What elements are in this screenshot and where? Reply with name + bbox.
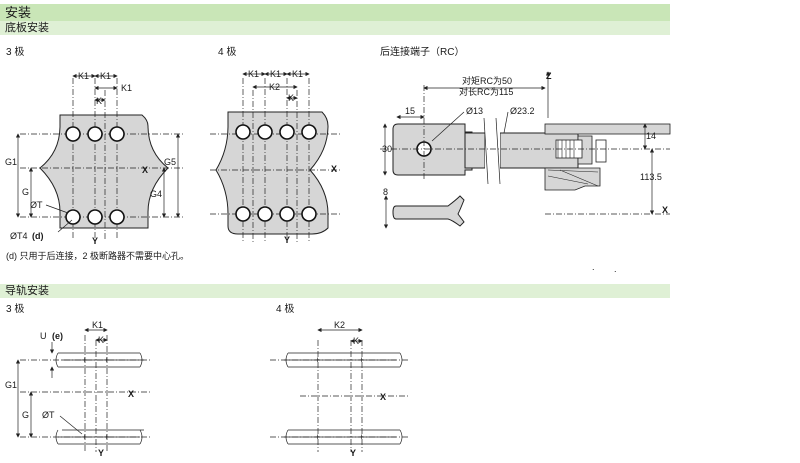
dim-rc115: 对长RC为115	[459, 86, 513, 97]
hole	[257, 206, 273, 222]
dim-g4: G4	[150, 189, 162, 199]
dim-rc50: 对矩RC为50	[462, 75, 512, 86]
label-4-pole-rail: 4 极	[276, 304, 295, 315]
hole	[301, 124, 317, 140]
rail-mark: +	[82, 432, 87, 442]
dim-k1: K1	[92, 320, 103, 330]
diagram-3-pole-rail: + + + + K1 K U (e) G1 G ØT X Y	[5, 320, 150, 458]
rail-mark: +	[82, 355, 87, 365]
rail-mark: +	[104, 355, 109, 365]
terminal-bar	[392, 123, 473, 176]
dim-k1: K1	[292, 69, 303, 79]
rail-mark: +	[315, 432, 320, 442]
stray-mark: .	[614, 264, 617, 274]
dim-u: U	[40, 331, 47, 341]
dim-k: K	[96, 96, 102, 106]
dim-g1: G1	[5, 380, 17, 390]
hole	[257, 124, 273, 140]
dim-g5: G5	[164, 157, 176, 167]
dim-k2: K2	[334, 320, 345, 330]
dim-k1: K1	[248, 69, 259, 79]
plate-4-pole	[215, 111, 329, 235]
dim-k1: K1	[100, 71, 111, 81]
diagram-4-pole-base: K1 K1 K1 K2 K X Y	[210, 69, 340, 245]
terminal-shank	[464, 132, 486, 169]
diagram-3-pole-base: K1 K1 K1 K G1 G G5 G4 X Y ØT ØT4 (d)	[5, 71, 185, 246]
section-header-base-mount: 底板安装	[0, 21, 670, 35]
tag-e: (e)	[52, 331, 63, 341]
hole	[279, 206, 295, 222]
axis-x: X	[331, 164, 337, 174]
dim-k1: K1	[121, 83, 132, 93]
label-3-pole-rail: 3 极	[6, 304, 25, 315]
dim-phi-t4: ØT4	[10, 231, 28, 241]
axis-x: X	[380, 392, 386, 402]
dim-k2: K2	[269, 82, 280, 92]
label-4-pole: 4 极	[218, 47, 237, 58]
dim-k1: K1	[270, 69, 281, 79]
note-d: (d) 只用于后连接，2 极断路器不需要中心孔。	[6, 251, 190, 261]
label-rear-terminal: 后连接端子（RC）	[380, 47, 465, 58]
dim-14: 14	[646, 131, 656, 141]
label-3-pole: 3 极	[6, 47, 25, 58]
dim-k1: K1	[78, 71, 89, 81]
dim-k: K	[353, 336, 359, 346]
hole	[109, 126, 125, 142]
tag-d: (d)	[32, 231, 44, 241]
dim-k: K	[98, 335, 104, 345]
plate-3-pole	[39, 114, 169, 229]
rail-mark: +	[104, 432, 109, 442]
dim-d13: Ø13	[466, 106, 483, 116]
axis-y: Y	[92, 236, 98, 246]
rail-mark: +	[315, 355, 320, 365]
hole	[65, 209, 81, 225]
rail-mount-title: 导轨安装	[5, 285, 49, 297]
axis-y: Y	[98, 448, 104, 458]
hole	[87, 209, 103, 225]
hole	[235, 124, 251, 140]
diagram-4-pole-rail: + + + + K2 K X Y	[270, 320, 410, 458]
axis-y: Y	[284, 235, 290, 245]
hole	[279, 124, 295, 140]
dim-113-5: 113.5	[640, 172, 662, 182]
dim-15: 15	[405, 106, 415, 116]
stray-mark: .	[592, 262, 595, 272]
dim-phi-t: ØT	[42, 410, 55, 420]
dim-phi-t: ØT	[30, 200, 43, 210]
hole	[235, 206, 251, 222]
terminal-side-view	[392, 195, 465, 227]
diagram-rear-terminal: Z 对矩RC为50 对长RC为115 15 30 Ø13 Ø23.2 14 11…	[380, 71, 671, 274]
rail-mark: +	[359, 432, 364, 442]
axis-x: X	[142, 165, 148, 175]
dim-g: G	[22, 410, 29, 420]
dim-g1: G1	[5, 157, 17, 167]
hole	[65, 126, 81, 142]
axis-x: X	[662, 205, 668, 215]
section-header-rail-mount: 导轨安装	[0, 284, 670, 298]
axis-y: Y	[350, 448, 356, 458]
section-header-install: 安装	[0, 4, 670, 21]
dim-d23: Ø23.2	[510, 106, 535, 116]
install-title: 安装	[5, 5, 32, 20]
dim-30: 30	[382, 144, 392, 154]
hole	[87, 126, 103, 142]
dim-8: 8	[383, 187, 388, 197]
axis-x: X	[128, 389, 134, 399]
rail-mark: +	[359, 355, 364, 365]
dim-k: K	[288, 93, 294, 103]
dim-g: G	[22, 187, 29, 197]
hole	[109, 209, 125, 225]
breaker-case	[544, 123, 671, 135]
axis-z: Z	[546, 71, 552, 81]
hole	[301, 206, 317, 222]
base-mount-title: 底板安装	[5, 22, 49, 34]
